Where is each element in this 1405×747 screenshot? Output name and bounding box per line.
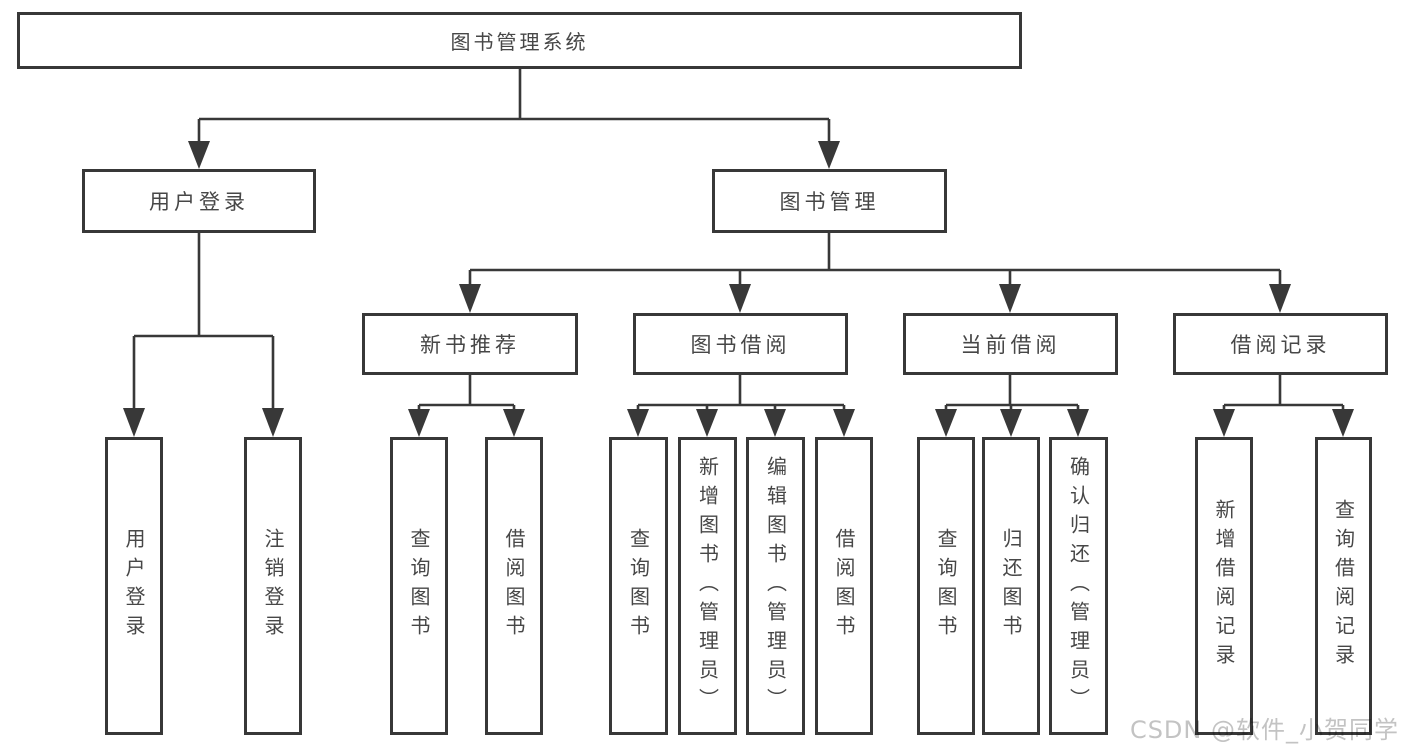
node-book-borrow: 图书借阅 xyxy=(633,313,848,375)
leaf-query-books-recommend: 查询图书 xyxy=(390,437,448,735)
leaf-add-books-admin: 新增图书（管理员） xyxy=(678,437,737,735)
node-label: 图书借阅 xyxy=(690,333,791,357)
node-label: 新书推荐 xyxy=(420,333,520,357)
leaf-label: 新增图书（管理员） xyxy=(695,455,720,717)
leaf-logout: 注销登录 xyxy=(244,437,302,735)
leaf-return-books: 归还图书 xyxy=(982,437,1040,735)
node-current-borrow: 当前借阅 xyxy=(903,313,1118,375)
leaf-label: 编辑图书（管理员） xyxy=(763,455,788,717)
leaf-query-borrow-record: 查询借阅记录 xyxy=(1315,437,1372,735)
leaf-edit-books-admin: 编辑图书（管理员） xyxy=(746,437,805,735)
leaf-label: 注销登录 xyxy=(261,528,285,644)
leaf-borrow-books-recommend: 借阅图书 xyxy=(485,437,543,735)
leaf-add-borrow-record: 新增借阅记录 xyxy=(1195,437,1253,735)
leaf-query-books-borrow: 查询图书 xyxy=(609,437,668,735)
node-new-book-recommend: 新书推荐 xyxy=(362,313,578,375)
leaf-label: 查询借阅记录 xyxy=(1331,499,1356,673)
leaf-label: 确认归还（管理员） xyxy=(1066,455,1091,717)
csdn-watermark: CSDN @软件_小贺同学 xyxy=(1129,716,1399,744)
node-borrow-records: 借阅记录 xyxy=(1173,313,1388,375)
leaf-user-login: 用户登录 xyxy=(105,437,163,735)
node-label: 图书管理 xyxy=(779,190,880,214)
leaf-label: 新增借阅记录 xyxy=(1212,499,1236,673)
leaf-query-books-current: 查询图书 xyxy=(917,437,975,735)
leaf-label: 借阅图书 xyxy=(502,528,526,644)
leaf-label: 查询图书 xyxy=(626,528,651,644)
leaf-label: 借阅图书 xyxy=(832,528,856,644)
leaf-label: 查询图书 xyxy=(934,528,958,644)
node-user-login: 用户登录 xyxy=(82,169,316,233)
node-label: 用户登录 xyxy=(149,190,249,214)
node-label: 借阅记录 xyxy=(1230,333,1331,357)
leaf-label: 查询图书 xyxy=(407,528,431,644)
node-book-management: 图书管理 xyxy=(712,169,947,233)
leaf-label: 用户登录 xyxy=(122,528,146,644)
leaf-label: 归还图书 xyxy=(999,528,1023,644)
node-system-root: 图书管理系统 xyxy=(17,12,1022,69)
node-label: 当前借阅 xyxy=(960,333,1061,357)
leaf-borrow-books: 借阅图书 xyxy=(815,437,873,735)
node-label: 图书管理系统 xyxy=(450,30,589,54)
leaf-confirm-return-admin: 确认归还（管理员） xyxy=(1049,437,1108,735)
